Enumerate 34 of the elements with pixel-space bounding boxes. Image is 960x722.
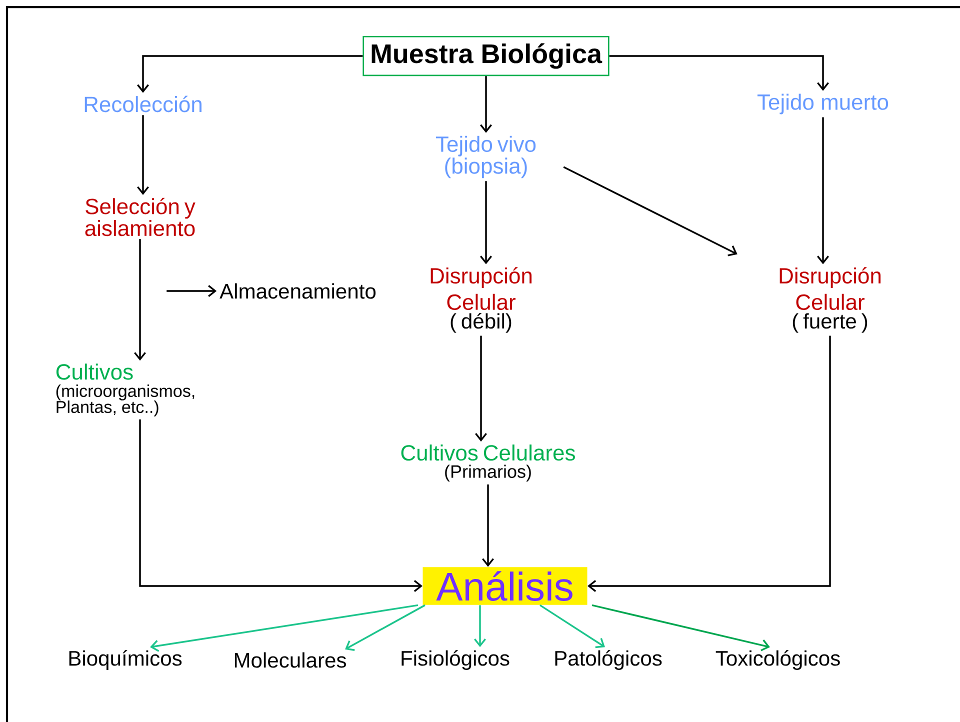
title-box: Muestra Biológica (362, 36, 610, 76)
arrow (817, 117, 830, 264)
arrow (134, 239, 146, 361)
label-text: Selección y aislamiento (85, 198, 196, 236)
label-text: Cultivos Celulares (Primarios) (401, 444, 575, 482)
highlight-box: Análisis (422, 567, 588, 605)
arrow (592, 604, 770, 652)
label-text: Patológicos (555, 650, 662, 670)
arrow (166, 285, 217, 298)
arrow (609, 55, 830, 91)
arrow (150, 604, 418, 652)
arrow (563, 166, 738, 256)
label-text: Fisiológicos (402, 650, 510, 670)
label-text: Disrupción Celular ( fuerte ) (780, 267, 881, 333)
arrow (540, 604, 606, 648)
arrow (482, 484, 494, 567)
arrow (139, 419, 422, 592)
label-text: Recolección (84, 96, 202, 112)
label-text: Toxicológicos (716, 650, 840, 670)
arrow (345, 604, 426, 651)
label-text: Cultivos (microorganismos, Plantas, etc..) (56, 364, 194, 416)
arrow (480, 76, 492, 133)
arrow (480, 181, 492, 264)
label-text: Tejido vivo (biopsia) (436, 136, 536, 178)
arrow (137, 115, 150, 195)
arrow (137, 55, 363, 93)
label-text: Bioquímicos (69, 650, 182, 670)
label-text: Tejido muerto (757, 94, 888, 114)
label-text: Almacenamiento (220, 283, 376, 299)
arrow (475, 336, 488, 442)
arrow (474, 605, 486, 648)
arrow (588, 336, 831, 592)
label-text: Moleculares (234, 652, 346, 668)
label-text: Disrupción Celular ( débil) (430, 267, 532, 333)
